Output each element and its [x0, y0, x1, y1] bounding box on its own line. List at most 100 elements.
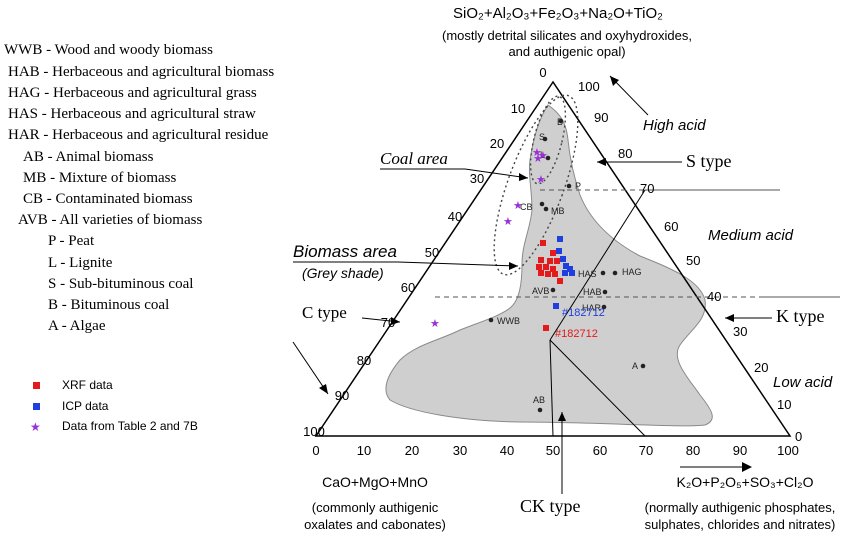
point-s-label: S — [539, 132, 545, 142]
point-l-label: L — [540, 150, 545, 160]
bottom-tick-60: 60 — [593, 443, 607, 458]
left-tick-0: 0 — [539, 65, 546, 80]
bottom-tick-40: 40 — [500, 443, 514, 458]
point-har-label: HAR — [582, 303, 602, 313]
left-apex-label: CaO+MgO+MnO (commonly authigenic oxalate… — [304, 474, 446, 532]
point-ab — [537, 407, 543, 413]
right-tick-10: 10 — [777, 397, 791, 412]
point-mb-label: MB — [551, 206, 565, 216]
bottom-tick-30: 30 — [453, 443, 467, 458]
point-avb-label: AVB — [532, 286, 549, 296]
xrf-sample-id: #182712 — [555, 328, 598, 340]
high-acid-label: High acid — [643, 117, 706, 134]
xrf-point — [538, 257, 544, 263]
xrf-point — [550, 266, 556, 272]
left-tick-50: 50 — [425, 245, 439, 260]
legend-xrf-marker — [33, 382, 40, 389]
icp-sample-id: #182712 — [562, 307, 605, 319]
left-tick-80: 80 — [357, 353, 371, 368]
bottom-tick-100: 100 — [777, 443, 799, 458]
point-has — [600, 270, 606, 276]
point-ab-label: AB — [533, 395, 545, 405]
bottom-arrowhead — [742, 462, 752, 472]
right-tick-labels: 100 90 80 70 60 50 40 30 20 10 0 — [578, 79, 802, 444]
coal-area-arrowhead — [519, 173, 528, 181]
icp-point — [567, 266, 573, 272]
xrf-point — [552, 271, 558, 277]
left-tick-20: 20 — [490, 136, 504, 151]
point-a — [640, 363, 646, 369]
top-desc-1: (mostly detrital silicates and oxyhydrox… — [442, 28, 692, 43]
k-type-label: K type — [776, 306, 825, 326]
abbrev-b: B - Bituminous coal — [48, 297, 169, 313]
abbrev-ab: AB - Animal biomass — [23, 149, 154, 165]
point-cb-label: CB — [520, 202, 533, 212]
biomass-area — [385, 104, 713, 427]
left-tick-10: 10 — [511, 101, 525, 116]
medium-acid-label: Medium acid — [708, 227, 794, 244]
right-tick-90: 90 — [594, 110, 608, 125]
table-star: ★ — [430, 318, 440, 330]
s-type-label: S type — [686, 151, 732, 171]
table-star: ★ — [532, 147, 542, 159]
s-type-arrowhead — [597, 158, 606, 166]
coal-area-label: Coal area — [380, 149, 448, 168]
abbrev-hab: HAB - Herbaceous and agricultural biomas… — [8, 64, 274, 80]
right-formula: K₂O+P₂O₅+SO₃+Cl₂O — [677, 474, 814, 490]
point-hag-label: HAG — [622, 267, 642, 277]
icp-point — [562, 270, 568, 276]
grey-shade-label: (Grey shade) — [302, 265, 384, 281]
abbrev-s: S - Sub-bituminous coal — [48, 276, 193, 292]
left-tick-100: 100 — [303, 424, 325, 439]
left-desc-1: (commonly authigenic — [312, 500, 439, 515]
xrf-point — [545, 271, 551, 277]
xrf-point — [543, 264, 549, 270]
left-tick-30: 30 — [470, 171, 484, 186]
xrf-point — [540, 240, 546, 246]
point-has-label: HAS — [578, 269, 597, 279]
point-mb — [543, 206, 549, 212]
xrf-point — [554, 258, 560, 264]
bottom-tick-20: 20 — [405, 443, 419, 458]
left-formula: CaO+MgO+MnO — [322, 474, 428, 490]
right-tick-100: 100 — [578, 79, 600, 94]
point-l — [545, 155, 551, 161]
xrf-point — [550, 250, 556, 256]
icp-point — [563, 263, 569, 269]
point-wwb — [488, 317, 494, 323]
xrf-point — [543, 325, 549, 331]
right-tick-0: 0 — [795, 429, 802, 444]
table-star: ★ — [536, 174, 546, 186]
abbreviation-list: WWB - Wood and woody biomass HAB - Herba… — [4, 42, 274, 334]
sample-id-labels: #182712 #182712 — [555, 307, 605, 340]
icp-point — [553, 303, 559, 309]
point-wwb-label: WWB — [497, 316, 520, 326]
left-tick-60: 60 — [401, 280, 415, 295]
point-b-label: B — [557, 117, 563, 127]
xrf-data-points — [536, 240, 563, 331]
left-side-arrowhead — [319, 384, 328, 394]
coal-area-arrow — [464, 168, 529, 179]
top-desc-2: and authigenic opal) — [508, 44, 625, 59]
abbrev-has: HAS - Herbaceous and agricultural straw — [8, 106, 256, 122]
abbrev-avb: AVB - All varieties of biomass — [18, 212, 202, 228]
legend-icp-marker — [33, 403, 40, 410]
point-s — [542, 136, 548, 142]
point-har — [601, 304, 607, 310]
abbrev-har: HAR - Herbaceous and agricultural residu… — [8, 127, 269, 143]
right-tick-40: 40 — [707, 289, 721, 304]
table-data-points: ★ ★ ★ ★ ★ ★ ★ — [430, 147, 548, 330]
abbrev-hag: HAG - Herbaceous and agricultural grass — [8, 85, 257, 101]
bottom-tick-0: 0 — [312, 443, 319, 458]
point-p-label: P — [575, 181, 581, 191]
point-b — [558, 118, 564, 124]
c-type-label: C type — [302, 303, 347, 322]
right-tick-50: 50 — [686, 253, 700, 268]
k-type-arrowhead — [725, 314, 734, 322]
right-desc-1: (normally authigenic phosphates, — [645, 500, 836, 515]
region-annotations: Coal area Biomass area (Grey shade) C ty… — [292, 75, 833, 516]
right-tick-30: 30 — [733, 324, 747, 339]
bottom-tick-labels: 0 10 20 30 40 50 60 70 80 90 100 — [312, 443, 798, 458]
abbrev-p: P - Peat — [48, 233, 95, 249]
bottom-tick-70: 70 — [639, 443, 653, 458]
